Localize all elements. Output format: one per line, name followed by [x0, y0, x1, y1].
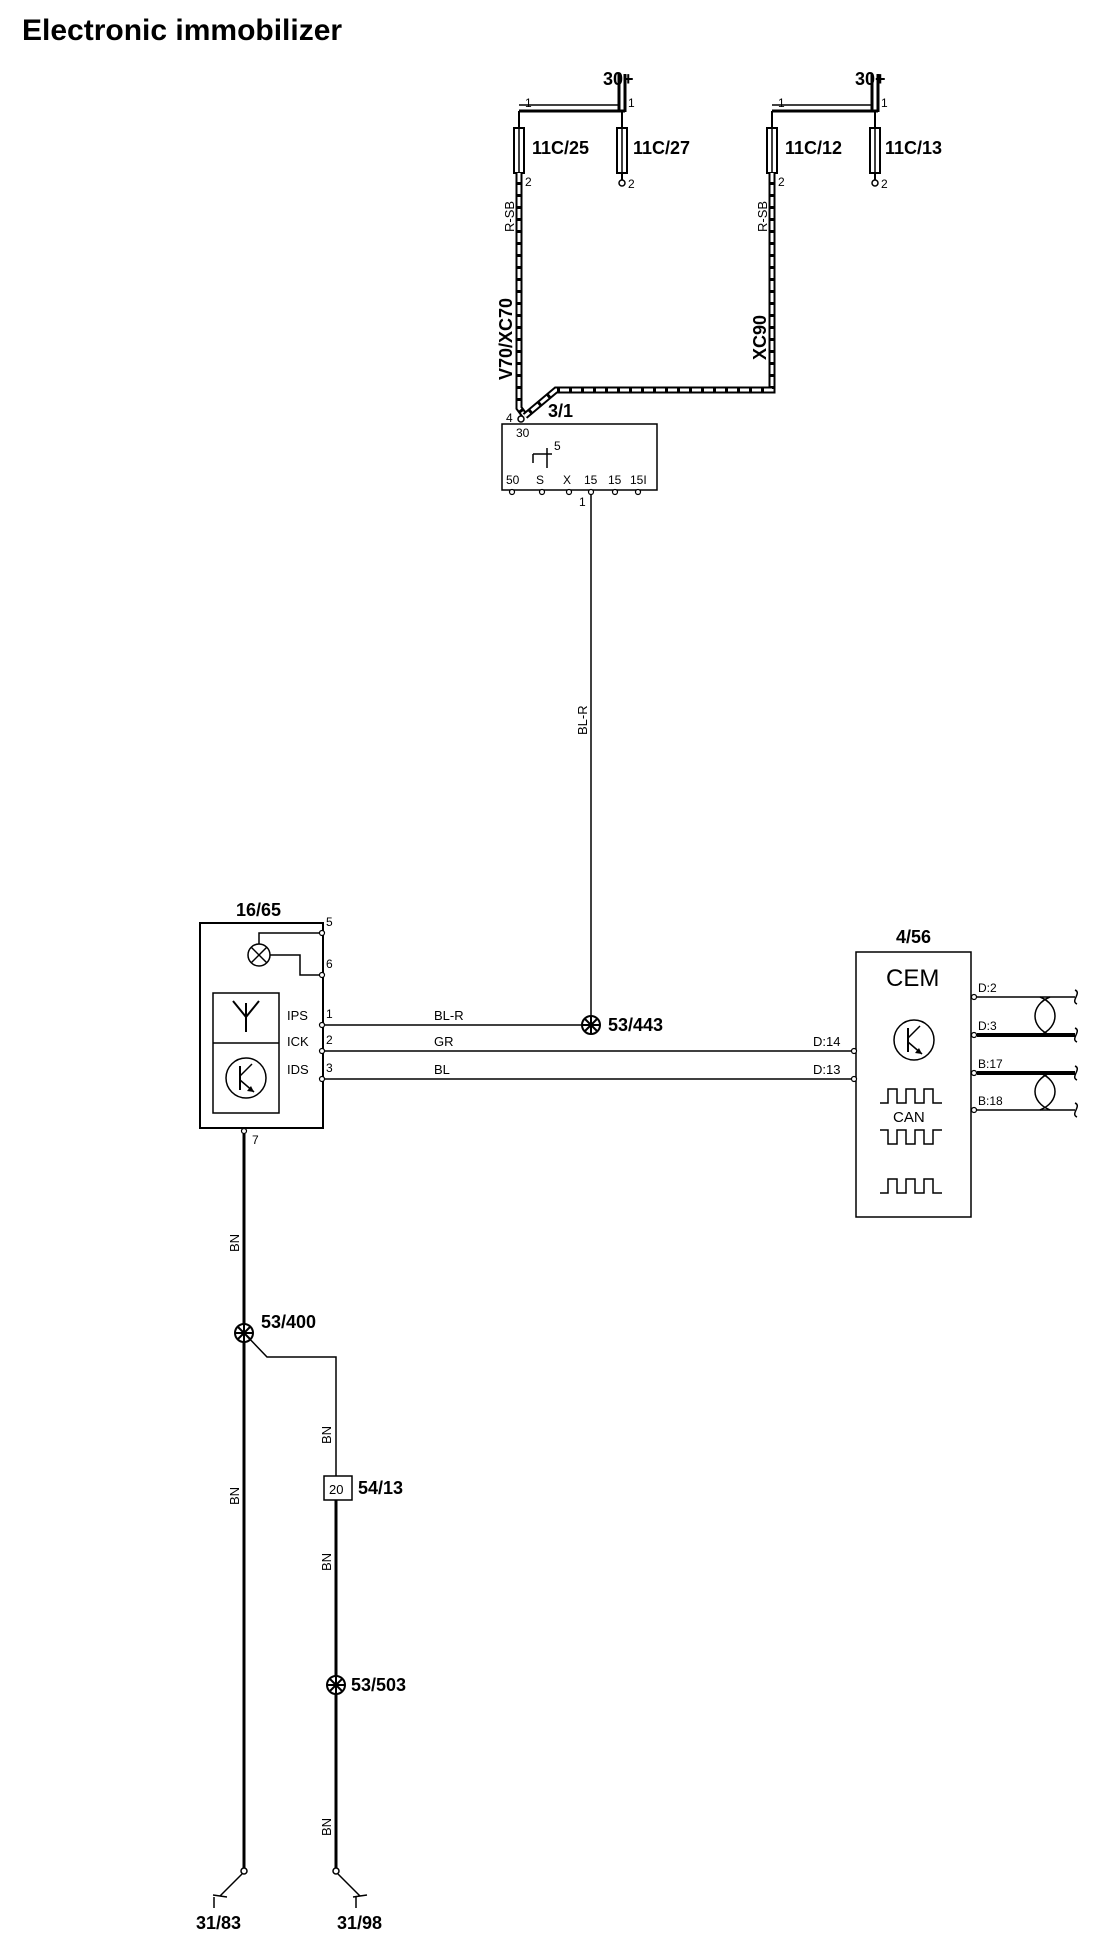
- splice-53-400: 53/400: [234, 1312, 316, 1343]
- svg-text:B:17: B:17: [978, 1057, 1003, 1071]
- svg-text:1: 1: [326, 1007, 333, 1021]
- svg-text:50: 50: [506, 473, 520, 487]
- svg-text:53/503: 53/503: [351, 1675, 406, 1695]
- ignition-switch-label: 3/1: [548, 401, 573, 421]
- svg-text:D:13: D:13: [813, 1062, 840, 1077]
- diagram-title: Electronic immobilizer: [22, 14, 342, 47]
- fuse-11c-25-label: 11C/25: [532, 138, 589, 158]
- svg-text:B:18: B:18: [978, 1094, 1003, 1108]
- lamp-icon: [247, 932, 322, 976]
- ground-31-98: 31/98: [332, 1867, 382, 1933]
- svg-text:R-SB: R-SB: [755, 201, 770, 232]
- svg-text:15: 15: [608, 473, 622, 487]
- svg-text:BN: BN: [227, 1487, 242, 1505]
- svg-text:D:14: D:14: [813, 1034, 840, 1049]
- cem-twisted-pair-d: [977, 989, 1079, 1043]
- variant-xc90-label: XC90: [750, 315, 770, 360]
- svg-text:53/400: 53/400: [261, 1312, 316, 1332]
- splice-53-503: 53/503: [326, 1675, 406, 1695]
- svg-text:BN: BN: [319, 1818, 334, 1836]
- svg-text:R-SB: R-SB: [502, 201, 517, 232]
- supply-left-label: 30+: [603, 69, 634, 89]
- fuse-11c-13: 1 2 11C/13: [869, 96, 942, 191]
- svg-text:54/13: 54/13: [358, 1478, 403, 1498]
- splice-53-443: 53/443: [581, 1015, 663, 1035]
- wire-ids-bl: BL: [325, 1062, 851, 1080]
- cem-twisted-pair-b: [977, 1065, 1079, 1118]
- svg-text:BN: BN: [227, 1234, 242, 1252]
- svg-text:S: S: [536, 473, 544, 487]
- supply-right: 30+: [772, 69, 886, 113]
- cem-transistor-icon: [893, 1019, 935, 1061]
- svg-text:D:3: D:3: [978, 1019, 997, 1033]
- svg-text:6: 6: [326, 957, 333, 971]
- variant-v70-label: V70/XC70: [496, 298, 516, 380]
- fuse-11c-12-label: 11C/12: [785, 138, 842, 158]
- svg-text:4: 4: [506, 411, 513, 425]
- wire-r-sb-xc90: R-SB XC90: [522, 173, 776, 419]
- svg-text:1: 1: [881, 96, 888, 110]
- wire-r-sb-v70: R-SB V70/XC70: [496, 173, 528, 419]
- supply-left: 30+: [519, 69, 634, 113]
- fuse-11c-12: 1 2 11C/12: [766, 96, 842, 189]
- svg-text:2: 2: [326, 1033, 333, 1047]
- svg-text:20: 20: [329, 1482, 343, 1497]
- svg-text:BN: BN: [319, 1426, 334, 1444]
- svg-text:30: 30: [516, 426, 530, 440]
- wire-ips-bl-r: BL-R: [325, 1008, 582, 1026]
- cem-id-label: 4/56: [896, 927, 931, 947]
- wire-bn-branch: BN: [243, 1332, 337, 1476]
- svg-text:15: 15: [584, 473, 598, 487]
- svg-text:1: 1: [525, 96, 532, 110]
- svg-text:5: 5: [326, 915, 333, 929]
- cem-name: CEM: [886, 965, 939, 992]
- svg-text:2: 2: [778, 175, 785, 189]
- immobilizer-module: 16/65 IPS ICK IDS: [199, 900, 333, 1147]
- svg-text:GR: GR: [434, 1034, 454, 1049]
- connector-54-13: 20 54/13: [323, 1475, 403, 1501]
- svg-text:1: 1: [579, 495, 586, 509]
- svg-text:2: 2: [525, 175, 532, 189]
- fuse-11c-25: 1 2 11C/25: [513, 96, 589, 189]
- can-label: CAN: [893, 1109, 925, 1126]
- antenna-icon: [232, 1000, 260, 1032]
- wire-ick-gr: GR: [325, 1034, 851, 1052]
- ground-31-83: 31/83: [196, 1867, 248, 1933]
- svg-text:IDS: IDS: [287, 1062, 309, 1077]
- cem-module: 4/56 CEM CAN D:14 D:13 D:2 D:3 B:17 B:18: [813, 927, 1003, 1218]
- svg-text:2: 2: [881, 177, 888, 191]
- transistor-icon: [225, 1057, 267, 1099]
- ignition-switch: 4 30 3/1 5 50 S X 15 15 15I 1: [501, 401, 658, 509]
- immobilizer-label: 16/65: [236, 900, 281, 920]
- svg-text:BN: BN: [319, 1553, 334, 1571]
- svg-text:1: 1: [628, 96, 635, 110]
- svg-text:D:2: D:2: [978, 981, 997, 995]
- svg-text:15I: 15I: [630, 473, 647, 487]
- wire-bl-r-vertical: BL-R: [575, 495, 592, 1025]
- supply-right-label: 30+: [855, 69, 886, 89]
- square-wave-icon: [880, 1088, 942, 1194]
- svg-text:ICK: ICK: [287, 1034, 309, 1049]
- svg-text:53/443: 53/443: [608, 1015, 663, 1035]
- fuse-11c-13-label: 11C/13: [885, 138, 942, 158]
- fuse-11c-27-label: 11C/27: [633, 138, 690, 158]
- svg-text:3: 3: [326, 1061, 333, 1075]
- svg-text:X: X: [563, 473, 571, 487]
- svg-text:31/98: 31/98: [337, 1913, 382, 1933]
- svg-text:IPS: IPS: [287, 1008, 308, 1023]
- svg-text:BL-R: BL-R: [434, 1008, 464, 1023]
- svg-text:1: 1: [778, 96, 785, 110]
- svg-text:BL: BL: [434, 1062, 450, 1077]
- svg-text:31/83: 31/83: [196, 1913, 241, 1933]
- svg-text:7: 7: [252, 1133, 259, 1147]
- svg-text:5: 5: [554, 439, 561, 453]
- svg-text:BL-R: BL-R: [575, 705, 590, 735]
- wire-bn-main: BN BN: [227, 1134, 246, 1868]
- svg-text:2: 2: [628, 177, 635, 191]
- fuse-11c-27: 1 2 11C/27: [616, 96, 690, 191]
